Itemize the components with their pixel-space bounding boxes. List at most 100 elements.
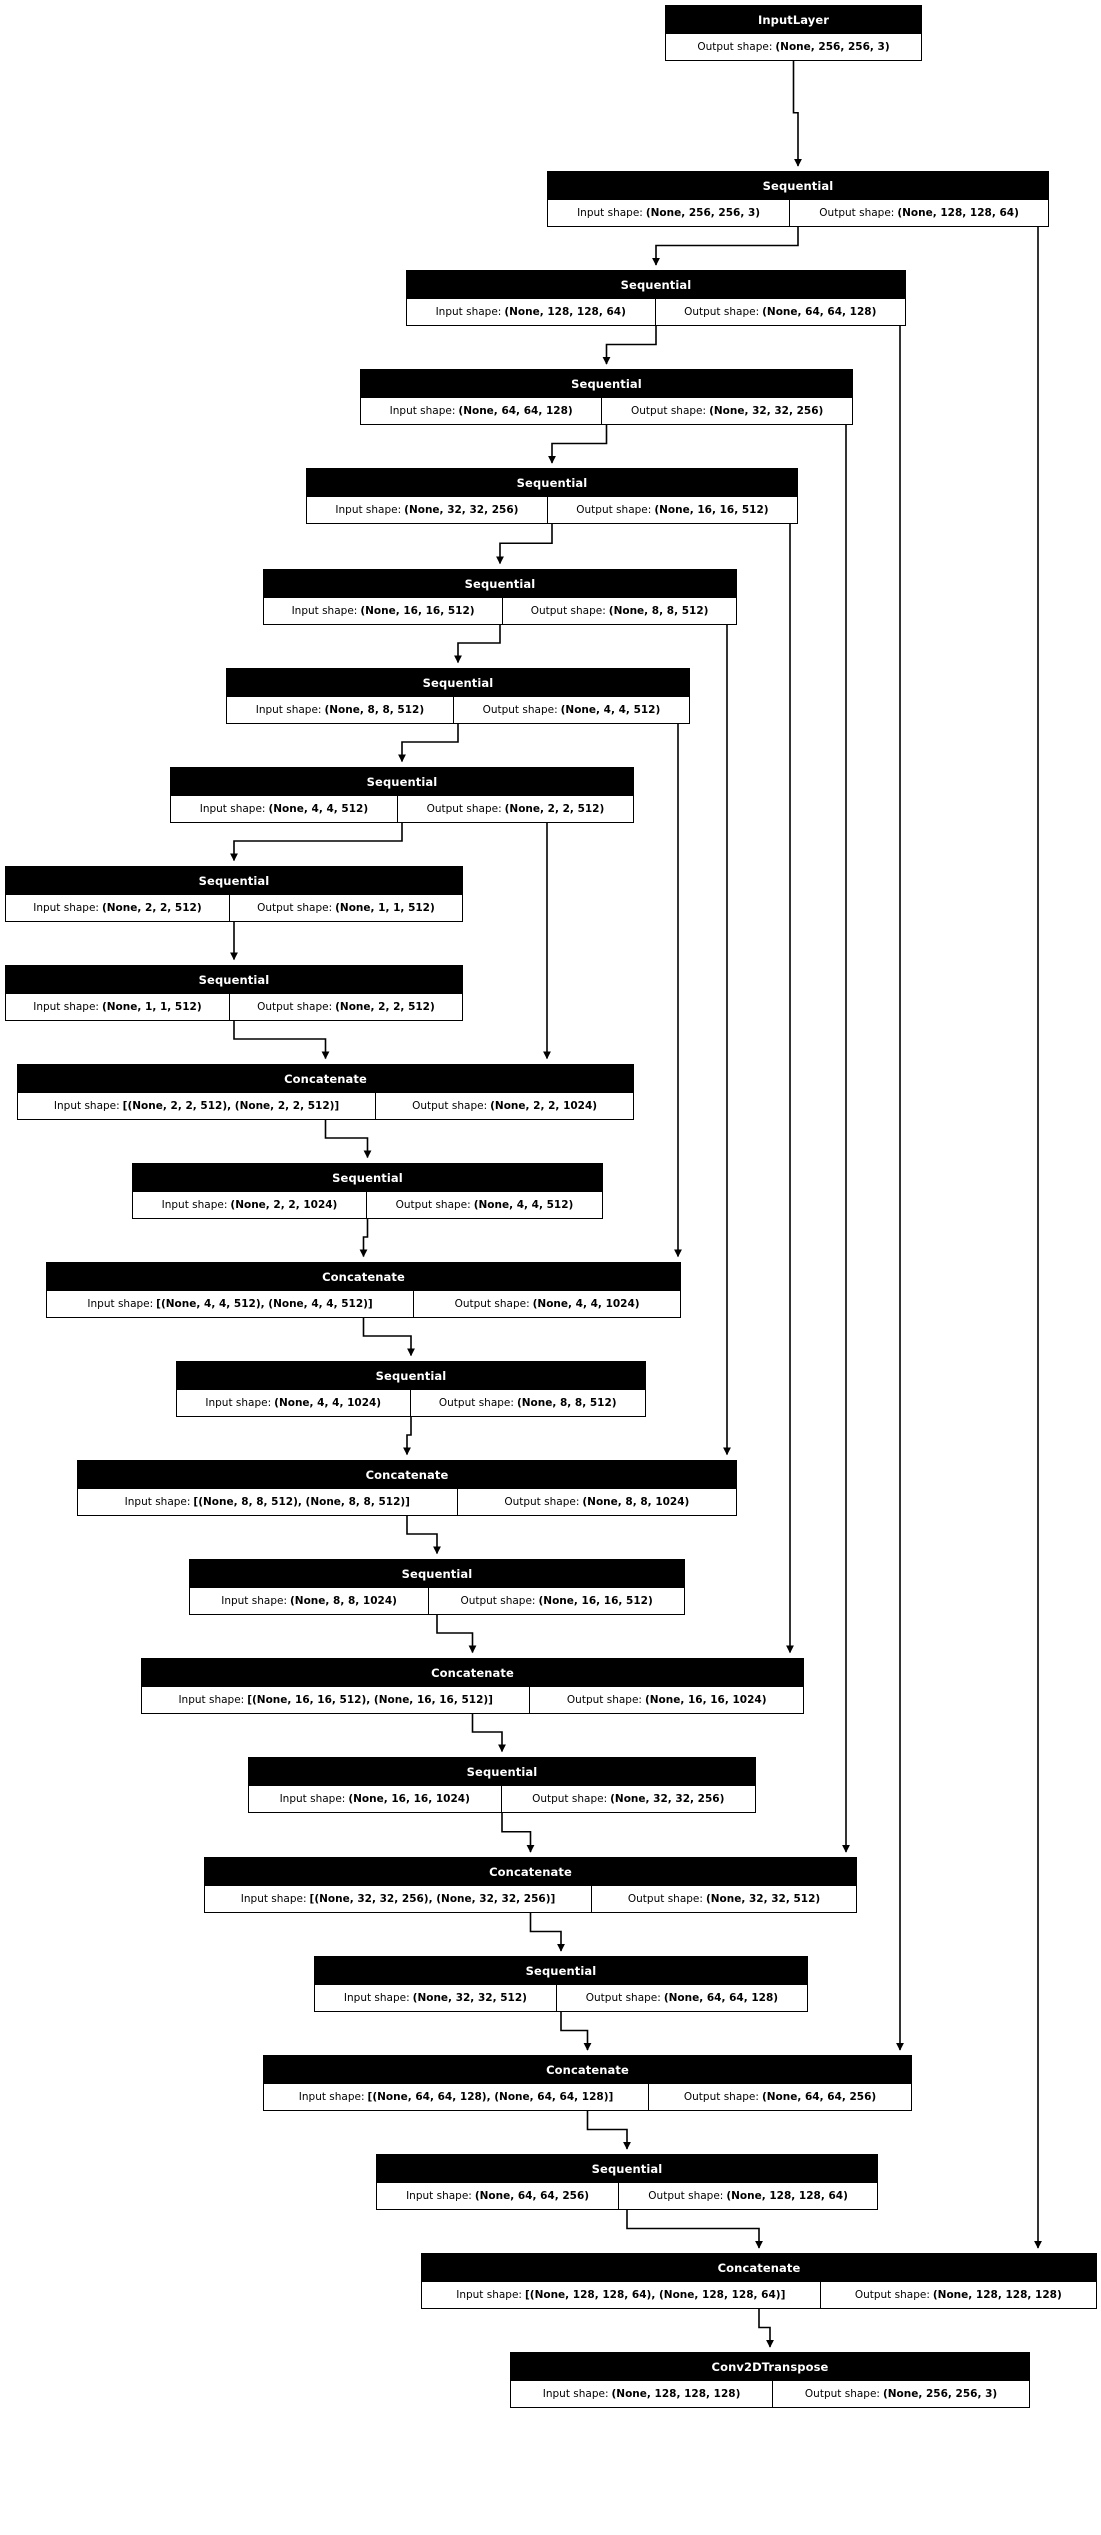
input-shape-label: Input shape: (199, 802, 266, 815)
input-shape-label: Input shape: (33, 1000, 99, 1013)
input-shape-value: (None, 32, 32, 256) (404, 504, 519, 516)
input-shape-label: Input shape: (221, 1594, 287, 1607)
layer-node-shapes: Input shape:[(None, 8, 8, 512), (None, 8… (78, 1488, 736, 1515)
input-shape-value: (None, 256, 256, 3) (645, 207, 761, 219)
layer-node-shapes: Input shape:(None, 2, 2, 1024)Output sha… (133, 1191, 602, 1218)
input-shape-value: (None, 64, 64, 128) (458, 405, 573, 417)
edge-n22-to-n23 (758, 2308, 774, 2348)
edge-n4-to-n5 (496, 523, 553, 565)
input-shape-value: [(None, 128, 128, 64), (None, 128, 128, … (524, 2289, 786, 2301)
layer-node-title: Sequential (190, 1559, 684, 1588)
output-shape-value: (None, 128, 128, 128) (932, 2289, 1062, 2301)
output-shape-cell: Output shape:(None, 1, 1, 512) (228, 894, 462, 921)
layer-node-title: Sequential (377, 2155, 877, 2183)
input-shape-cell: Input shape:(None, 16, 16, 1024) (249, 1786, 501, 1812)
input-shape-value: [(None, 8, 8, 512), (None, 8, 8, 512)] (193, 1495, 410, 1508)
edge-n16-to-n17 (471, 1712, 506, 1753)
output-shape-label: Output shape: (683, 2091, 759, 2103)
output-shape-cell: Output shape:(None, 16, 16, 1024) (529, 1686, 803, 1713)
input-shape-cell: Input shape:(None, 8, 8, 512) (227, 697, 453, 723)
layer-node-title: Sequential (6, 866, 462, 895)
output-shape-cell: Output shape:(None, 64, 64, 128) (654, 299, 906, 325)
output-shape-label: Output shape: (532, 1792, 608, 1805)
layer-node-title: Concatenate (422, 2254, 1096, 2282)
output-shape-value: (None, 8, 8, 512) (608, 604, 709, 617)
output-shape-cell: Output shape:(None, 256, 256, 3) (666, 34, 921, 60)
input-shape-label: Input shape: (298, 2091, 365, 2103)
output-shape-label: Output shape: (819, 207, 895, 219)
input-shape-cell: Input shape:[(None, 8, 8, 512), (None, 8… (78, 1489, 457, 1515)
input-shape-label: Input shape: (343, 1992, 410, 2004)
output-shape-label: Output shape: (504, 1495, 580, 1508)
output-shape-label: Output shape: (426, 802, 502, 815)
layer-node-title: Concatenate (205, 1858, 856, 1886)
input-shape-cell: Input shape:(None, 1, 1, 512) (6, 994, 229, 1020)
input-shape-cell: Input shape:[(None, 16, 16, 512), (None,… (142, 1687, 529, 1713)
layer-node-title: Concatenate (142, 1658, 803, 1687)
layer-node-title: Concatenate (264, 2056, 911, 2084)
input-shape-cell: Input shape:(None, 128, 128, 64) (407, 299, 655, 325)
layer-node-shapes: Input shape:(None, 16, 16, 512)Output sh… (264, 597, 736, 624)
output-shape-cell: Output shape:(None, 64, 64, 256) (648, 2084, 911, 2110)
layer-node-shapes: Input shape:[(None, 2, 2, 512), (None, 2… (18, 1092, 633, 1119)
output-shape-value: (None, 2, 2, 512) (335, 1000, 435, 1013)
layer-node-title: Sequential (548, 172, 1048, 200)
output-shape-label: Output shape: (566, 1693, 642, 1706)
output-shape-cell: Output shape:(None, 32, 32, 256) (500, 1785, 756, 1812)
output-shape-label: Output shape: (627, 1893, 703, 1905)
layer-node-shapes: Input shape:(None, 64, 64, 128)Output sh… (361, 398, 852, 424)
input-shape-cell: Input shape:(None, 8, 8, 1024) (190, 1588, 428, 1614)
input-shape-cell: Input shape:(None, 2, 2, 1024) (133, 1192, 366, 1218)
input-shape-cell: Input shape:[(None, 2, 2, 512), (None, 2… (18, 1093, 375, 1119)
layer-node-title: Sequential (171, 767, 633, 796)
layer-node-title: Sequential (315, 1957, 807, 1985)
input-shape-cell: Input shape:(None, 256, 256, 3) (548, 200, 789, 226)
output-shape-value: (None, 1, 1, 512) (335, 901, 435, 914)
layer-node-shapes: Input shape:[(None, 128, 128, 64), (None… (422, 2282, 1096, 2308)
input-shape-label: Input shape: (205, 1396, 272, 1409)
layer-node-title: Sequential (133, 1163, 602, 1192)
layer-node-title: Concatenate (18, 1064, 633, 1093)
output-shape-cell: Output shape:(None, 2, 2, 512) (396, 795, 633, 822)
input-shape-cell: Input shape:[(None, 32, 32, 256), (None,… (205, 1886, 591, 1912)
layer-node-title: Sequential (177, 1361, 645, 1390)
input-shape-cell: Input shape:(None, 16, 16, 512) (264, 598, 502, 624)
input-shape-cell: Input shape:[(None, 128, 128, 64), (None… (422, 2282, 820, 2308)
input-shape-label: Input shape: (435, 306, 502, 318)
output-shape-value: (None, 64, 64, 128) (762, 306, 877, 318)
output-shape-cell: Output shape:(None, 2, 2, 1024) (375, 1092, 633, 1119)
input-shape-value: (None, 1, 1, 512) (101, 1000, 202, 1013)
layer-node-shapes: Input shape:[(None, 16, 16, 512), (None,… (142, 1686, 803, 1713)
output-shape-value: (None, 8, 8, 512) (516, 1396, 617, 1409)
layer-node-shapes: Input shape:(None, 128, 128, 64)Output s… (407, 299, 905, 325)
layer-node-shapes: Input shape:(None, 32, 32, 512)Output sh… (315, 1985, 807, 2011)
output-shape-label: Output shape: (576, 504, 652, 516)
output-shape-label: Output shape: (684, 306, 760, 318)
input-shape-cell: Input shape:(None, 128, 128, 128) (511, 2381, 772, 2407)
output-shape-value: (None, 32, 32, 512) (705, 1893, 821, 1905)
